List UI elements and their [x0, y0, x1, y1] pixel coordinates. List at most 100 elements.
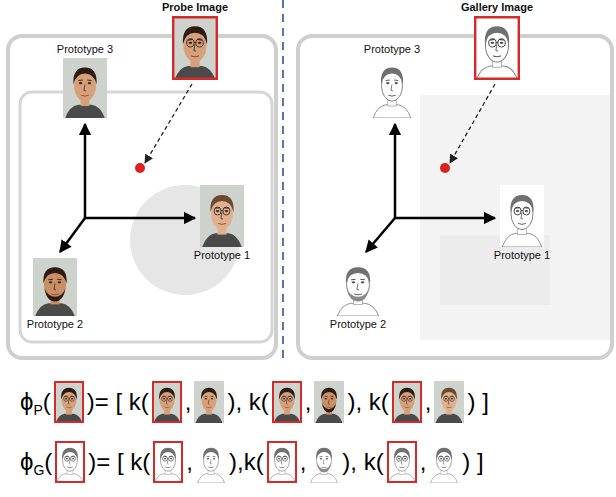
face-glasses	[281, 396, 292, 401]
face-nose	[521, 212, 523, 219]
face-beard	[317, 463, 331, 473]
face-mouth	[208, 467, 213, 469]
face-picture	[371, 58, 413, 118]
face-background	[392, 381, 422, 423]
face-hair	[279, 388, 295, 400]
face-mouth	[68, 467, 73, 469]
face-glasses	[439, 456, 450, 461]
face-eye	[49, 281, 53, 283]
face-nose	[324, 459, 326, 464]
axis-arrow	[60, 218, 85, 252]
face-mouth	[354, 293, 362, 295]
face-eye	[207, 458, 209, 460]
face-mouth	[327, 407, 332, 409]
projected-point	[135, 163, 145, 173]
axis-arrow	[85, 217, 195, 220]
gallery-frame	[298, 36, 612, 358]
face-hair	[381, 68, 403, 85]
prototype-label: Prototype 2	[330, 318, 386, 331]
face-eye	[169, 398, 171, 400]
formula-row: ϕG()= [ k(,),k(,), k(,) ]	[20, 438, 484, 486]
face-eye	[446, 458, 448, 460]
face-picture	[153, 441, 183, 483]
face-highlight-border	[267, 442, 296, 482]
face-mouth	[388, 95, 395, 97]
face-nose	[357, 284, 359, 290]
face-glasses	[444, 396, 455, 401]
face-picture	[392, 381, 422, 423]
face-highlight-border	[154, 442, 183, 482]
face-mouth	[279, 467, 284, 469]
face-eye	[283, 458, 285, 460]
projected-point	[440, 163, 450, 173]
face-background	[272, 381, 302, 423]
face-hair	[73, 68, 96, 85]
face-highlight-border	[475, 17, 519, 78]
face-mouth	[164, 407, 169, 409]
face-highlight-border	[393, 382, 422, 422]
face-eye	[440, 458, 442, 460]
face-brows	[205, 396, 214, 397]
face-picture	[429, 441, 459, 483]
face-hair	[274, 448, 290, 460]
formula-text: ), k(	[342, 448, 383, 476]
face-brows	[325, 396, 334, 397]
prototype-label: Prototype 3	[364, 43, 420, 56]
face-glasses	[514, 207, 530, 215]
face-glasses	[65, 456, 76, 461]
axis-arrow	[84, 124, 87, 218]
face-hair	[202, 388, 218, 400]
face-eye	[320, 458, 322, 460]
face-eye	[66, 458, 68, 460]
face-brows	[78, 79, 91, 81]
face-beard	[347, 288, 369, 301]
face-hair	[316, 448, 332, 460]
prototype-label: Prototype 3	[57, 43, 113, 56]
face-mouth	[399, 467, 404, 469]
face-shoulders	[316, 414, 343, 423]
face-node: Prototype 1	[191, 185, 254, 262]
face-eye	[88, 82, 92, 84]
face-node: Prototype 3	[54, 43, 117, 118]
face-picture	[194, 381, 224, 423]
face-nose	[286, 399, 288, 404]
face-shoulders	[431, 474, 458, 483]
face-node: Gallery Image	[458, 1, 537, 80]
face-picture	[314, 381, 344, 423]
face-nose	[166, 399, 168, 404]
face-background	[153, 441, 183, 483]
face-highlight-border	[173, 17, 217, 78]
face-background	[54, 381, 84, 423]
face-shoulders	[311, 474, 338, 483]
prototype-label: Prototype 1	[494, 249, 550, 262]
face-glasses	[187, 39, 204, 47]
face-picture	[272, 381, 302, 423]
face-eye	[361, 281, 365, 283]
face-hair	[160, 448, 176, 460]
face-mouth	[442, 467, 447, 469]
face-background	[371, 58, 413, 118]
face-eye	[65, 398, 67, 400]
face-shoulders	[198, 474, 225, 483]
face-picture	[335, 258, 381, 316]
face-background	[196, 441, 226, 483]
face-eye	[500, 42, 504, 44]
formula-text: ) ]	[462, 448, 483, 476]
face-eye	[283, 398, 285, 400]
face-background	[429, 441, 459, 483]
face-hair	[159, 388, 175, 400]
face-beard	[322, 403, 336, 413]
face-glasses	[396, 456, 407, 461]
face-shoulders	[373, 105, 411, 118]
face-hair	[43, 267, 66, 283]
face-nose	[444, 459, 446, 464]
face-eye	[198, 42, 202, 44]
face-shoulders	[35, 303, 75, 316]
face-hair	[210, 195, 233, 212]
axis-arrow	[366, 218, 395, 252]
projection-arrow	[145, 84, 192, 163]
face-picture	[200, 185, 244, 247]
face-glasses	[489, 39, 506, 47]
formula-text: (	[43, 388, 51, 416]
face-glasses	[163, 456, 174, 461]
